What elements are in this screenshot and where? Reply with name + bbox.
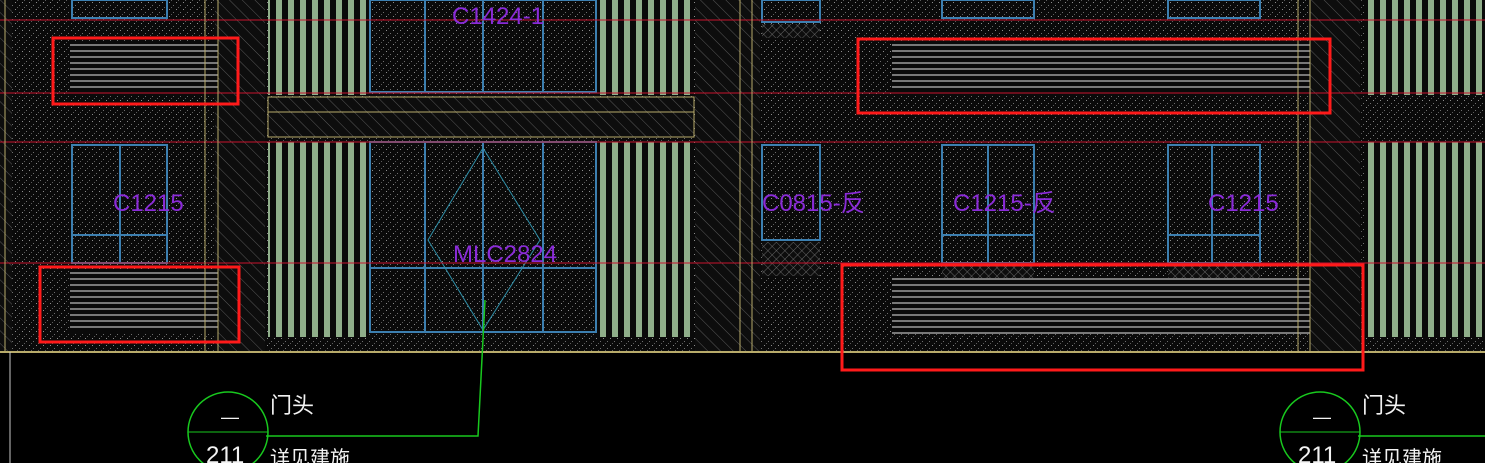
column-lines xyxy=(4,0,1311,352)
green-panel xyxy=(268,142,368,337)
louver-panel xyxy=(892,278,1310,334)
window-tag-c1215-rev: C1215-反 xyxy=(953,190,1056,217)
wall-hatch-strip xyxy=(1310,0,1360,352)
callout-bottom-number: 211 xyxy=(206,442,244,463)
highlight-box xyxy=(856,37,1332,115)
louver-panel xyxy=(70,42,218,94)
window-sill-hatch xyxy=(762,24,820,38)
door-tag-mlc2824: MLC2824 xyxy=(453,241,557,268)
callout-note-subtitle: 详见建施 xyxy=(270,447,350,463)
callout-note-subtitle: 详见建施 xyxy=(1362,447,1442,463)
leader-line xyxy=(266,299,486,437)
louver-panel xyxy=(892,42,1310,94)
window-tag-c0815-rev: C0815-反 xyxy=(762,190,865,217)
axis-lines xyxy=(0,19,1485,264)
window-sill-hatch xyxy=(942,264,1034,278)
review-highlights xyxy=(38,36,1365,372)
window-sill-hatch xyxy=(762,242,820,276)
green-panel xyxy=(1365,142,1485,337)
callout-top-number: — xyxy=(1313,407,1331,427)
floor-band xyxy=(267,96,695,138)
window-tag-c1424-1: C1424-1 xyxy=(452,3,544,30)
green-panel xyxy=(1365,0,1485,95)
highlight-box xyxy=(840,263,1365,372)
highlight-box xyxy=(51,36,240,106)
green-panel xyxy=(596,142,694,337)
detail-callout: — 211 门头 详见建施 xyxy=(1279,391,1442,463)
window-sill-hatch xyxy=(1168,264,1260,278)
highlight-box xyxy=(38,265,241,344)
callout-note-title: 门头 xyxy=(270,393,314,418)
wall-hatch-strip xyxy=(0,0,12,352)
green-panel xyxy=(268,0,368,95)
callout-top-number: — xyxy=(221,407,239,427)
callout-note-title: 门头 xyxy=(1362,393,1406,418)
window-tag-c1215-right: C1215 xyxy=(1208,190,1279,217)
callout-bottom-number: 211 xyxy=(1298,442,1336,463)
green-panel xyxy=(596,0,694,95)
detail-callout: — 211 门头 详见建施 xyxy=(187,391,350,463)
window-tag-c1215-left: C1215 xyxy=(113,190,184,217)
louver-panel xyxy=(70,270,218,332)
wall-hatch-strip xyxy=(695,0,760,352)
